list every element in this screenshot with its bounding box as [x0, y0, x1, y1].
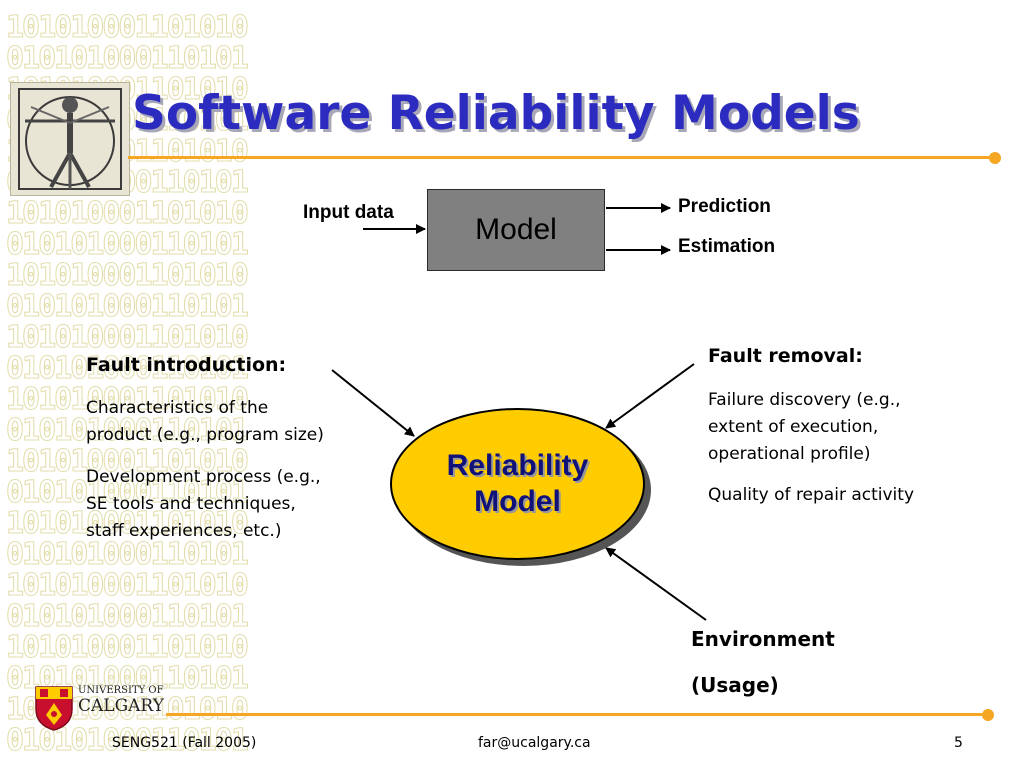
fault-introduction-item-2b: SE tools and techniques,	[86, 494, 296, 514]
title-divider-dot	[989, 152, 1001, 164]
calgary-label: CALGARY	[78, 696, 164, 716]
fault-introduction-item-2c: staff experiences, etc.)	[86, 521, 282, 541]
university-crest-icon	[35, 686, 73, 731]
binary-background-line: 101010001101010	[6, 568, 250, 604]
environment-arrow	[605, 547, 707, 621]
binary-background-line: 010101000110101	[6, 289, 250, 325]
binary-background-line: 101010001101010	[6, 630, 250, 666]
fault-removal-item-1b: extent of execution,	[708, 417, 879, 437]
fault-introduction-item-1: Characteristics of the product (e.g., pr…	[86, 395, 324, 449]
binary-background-line: 010101000110101	[6, 413, 250, 449]
environment-label: Environment	[691, 627, 835, 651]
fault-introduction-item-1a: Characteristics of the	[86, 398, 269, 418]
reliability-model-line-2: Model	[474, 485, 561, 518]
vitruvian-man-image	[10, 82, 130, 196]
binary-background-line: 010101000110101	[6, 723, 250, 759]
footer-page-number: 5	[954, 735, 963, 751]
binary-background-line: 010101000110101	[6, 599, 250, 635]
fault-removal-item-1a: Failure discovery (e.g.,	[708, 390, 901, 410]
binary-background-line: 101010001101010	[6, 444, 250, 480]
fault-introduction-item-2a: Development process (e.g.,	[86, 467, 321, 487]
estimation-label: Estimation	[678, 236, 776, 257]
university-of-label: UNIVERSITY OF	[78, 685, 164, 696]
binary-background-line: 101010001101010	[6, 320, 250, 356]
binary-background-line: 010101000110101	[6, 227, 250, 263]
binary-background-line: 010101000110101	[6, 41, 250, 77]
vitruvian-man-icon	[18, 88, 122, 190]
fault-removal-item-1: Failure discovery (e.g., extent of execu…	[708, 387, 901, 468]
fault-introduction-arrow	[331, 369, 415, 437]
usage-label: (Usage)	[691, 673, 779, 697]
footer-course: SENG521 (Fall 2005)	[112, 735, 257, 751]
title-divider	[128, 156, 994, 159]
binary-background-line: 010101000110101	[6, 351, 250, 387]
fault-removal-item-2: Quality of repair activity	[708, 485, 915, 505]
slide-title: Software Reliability Models	[132, 86, 860, 141]
fault-introduction-heading: Fault introduction:	[86, 354, 287, 376]
model-box: Model	[427, 189, 605, 271]
prediction-label: Prediction	[678, 196, 771, 217]
fault-removal-item-1c: operational profile)	[708, 444, 871, 464]
fault-introduction-item-2: Development process (e.g., SE tools and …	[86, 464, 321, 545]
binary-background-line: 101010001101010	[6, 258, 250, 294]
fault-removal-heading: Fault removal:	[708, 345, 863, 367]
binary-background-line: 010101000110101	[6, 475, 250, 511]
university-logo: UNIVERSITY OF CALGARY	[34, 683, 164, 733]
binary-background-line: 010101000110101	[6, 537, 250, 573]
footer-divider-dot	[982, 709, 994, 721]
input-data-label: Input data	[303, 202, 394, 223]
model-box-label: Model	[475, 213, 557, 246]
fault-removal-arrow	[605, 363, 695, 429]
binary-background-line: 101010001101010	[6, 382, 250, 418]
reliability-model-ellipse: Reliability Model	[390, 408, 645, 560]
fault-introduction-item-1b: product (e.g., program size)	[86, 425, 324, 445]
footer-email: far@ucalgary.ca	[478, 735, 591, 751]
binary-background-line: 101010001101010	[6, 196, 250, 232]
footer-divider	[166, 713, 982, 716]
reliability-model-line-1: Reliability	[446, 449, 589, 482]
binary-background-line: 101010001101010	[6, 506, 250, 542]
binary-background-line: 101010001101010	[6, 10, 250, 46]
